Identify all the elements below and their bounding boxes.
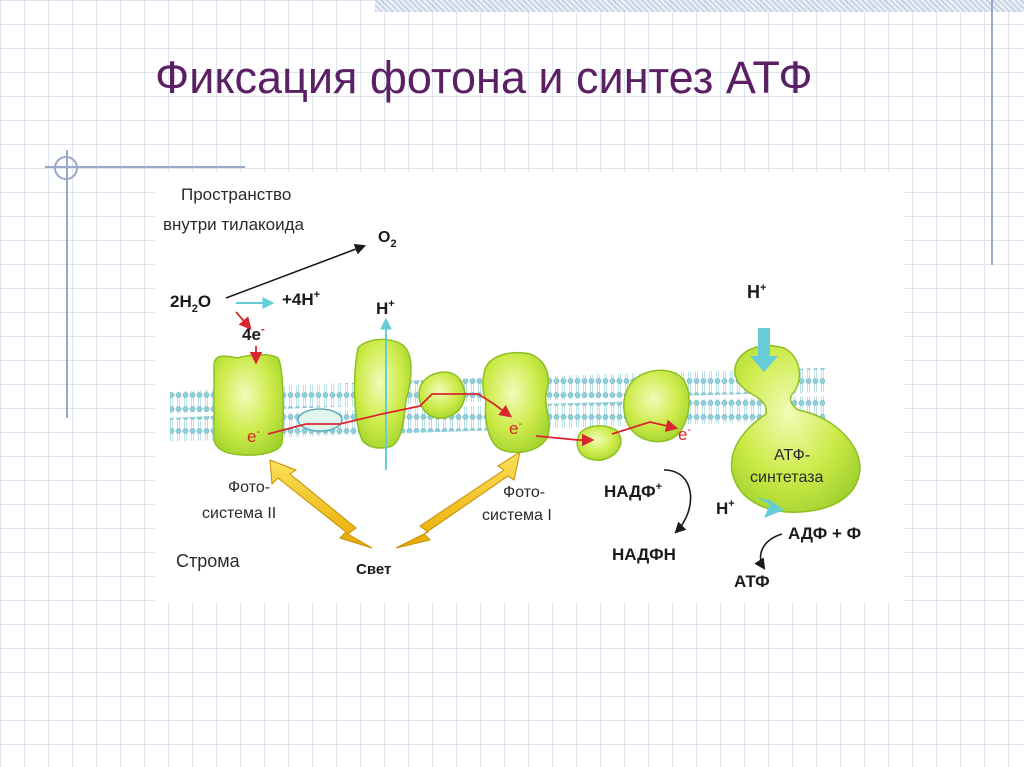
ps1-label-line2: система I (482, 507, 552, 524)
protons-4h-label: +4H+ (282, 289, 320, 309)
cytochrome-complex-protein (353, 338, 412, 449)
stroma-label: Строма (176, 551, 241, 571)
nadp-label: НАДФ+ (604, 481, 662, 501)
o2-label: O2 (378, 229, 397, 250)
mobile-carrier-protein-1 (297, 408, 343, 432)
h-plus-synthase-bottom-label: H+ (716, 498, 735, 518)
ps2-label-line1: Фото- (228, 479, 270, 496)
lumen-label-line1: Пространство (181, 185, 291, 204)
adp-plus-p-label: АДФ + Ф (788, 524, 861, 543)
decorative-ring (54, 156, 78, 180)
synthase-label-line2: синтетаза (750, 469, 823, 486)
electron-ps1-label: e- (509, 418, 522, 438)
h-plus-cytochrome-label: H+ (376, 298, 395, 318)
atp-label: АТФ (734, 572, 770, 591)
synthase-label-line1: АТФ- (774, 447, 810, 464)
right-decorative-rule (991, 0, 993, 265)
lumen-label-line2: внутри тилакоида (163, 215, 305, 234)
nadp-reduction-arrow (663, 469, 692, 534)
light-bolts (269, 450, 521, 549)
light-label: Свет (356, 561, 391, 578)
left-decorative-vrule (66, 150, 68, 418)
electrons-4e-label: 4e- (242, 322, 265, 344)
proton-arrows (236, 297, 784, 518)
small-carrier-protein-2 (418, 371, 466, 419)
electron-reductase-label: e- (678, 424, 691, 444)
h-plus-synthase-top-label: H+ (747, 282, 766, 302)
ps2-label-line2: система II (202, 505, 276, 522)
ps1-label-line1: Фото- (503, 484, 545, 501)
electron-transport-path (235, 311, 679, 447)
ferredoxin-protein (576, 425, 622, 461)
water-label: 2H2O (170, 292, 211, 315)
atp-formation-arrow (754, 533, 783, 570)
atp-synthase-protein (730, 344, 861, 513)
slide-title: Фиксация фотона и синтез АТФ (155, 52, 813, 103)
top-decorative-stripe (375, 0, 1024, 12)
photosystem-ii-protein (213, 353, 284, 456)
nadph-label: НАДФН (612, 545, 676, 564)
electron-ps2-label: e- (247, 426, 260, 446)
left-decorative-hrule (45, 166, 245, 168)
o2-release-arrow (225, 243, 367, 299)
